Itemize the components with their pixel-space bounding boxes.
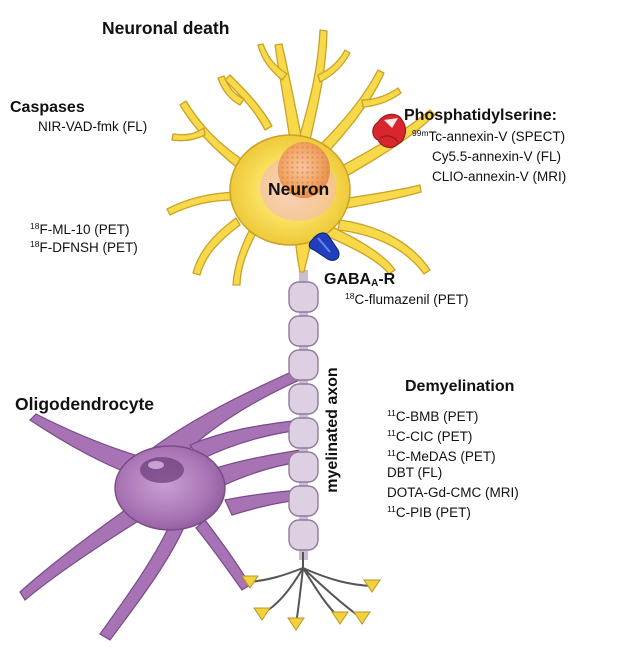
demyelination-probe-label: 11C-PIB (PET) <box>387 504 471 520</box>
red-receptor-icon <box>372 113 406 148</box>
apoptosis-probe-label: 18F-DFNSH (PET) <box>30 239 138 255</box>
terminal-boutons <box>241 575 381 631</box>
neuronal-death-title: Neuronal death <box>102 18 230 38</box>
demyelination-probe-label: 11C-CIC (PET) <box>387 428 473 444</box>
phosphatidylserine-heading: Phosphatidylserine: <box>404 107 557 124</box>
oligodendrocyte-cell <box>19 367 305 641</box>
demyelination-probe-label: DBT (FL) <box>387 465 443 480</box>
demyelination-heading: Demyelination <box>405 378 515 395</box>
gaba-probe-label: 18C-flumazenil (PET) <box>345 291 469 307</box>
phosphatidylserine-probe-label: CLIO-annexin-V (MRI) <box>432 169 567 184</box>
demyelination-probe-label: 11C-MeDAS (PET) <box>387 448 496 464</box>
demyelination-probe-label: DOTA-Gd-CMC (MRI) <box>387 485 519 500</box>
axon-terminals <box>249 552 373 625</box>
neuron-soma <box>229 134 351 246</box>
gaba-receptor-heading: GABAA-R <box>324 271 396 289</box>
neuron-label: Neuron <box>268 179 330 199</box>
phosphatidylserine-probe-label: Cy5.5-annexin-V (FL) <box>432 149 562 164</box>
demyelination-probe-label: 11C-BMB (PET) <box>387 408 479 424</box>
apoptosis-probe-label: 18F-ML-10 (PET) <box>30 221 130 237</box>
oligodendrocyte-label: Oligodendrocyte <box>15 394 155 414</box>
myelinated-axon <box>288 270 319 560</box>
phosphatidylserine-probe-label: 99mTc-annexin-V (SPECT) <box>412 128 566 144</box>
caspases-heading: Caspases <box>10 99 85 116</box>
caspase-probe-label: NIR-VAD-fmk (FL) <box>38 119 148 134</box>
blue-gaba-receptor-icon <box>308 232 340 261</box>
